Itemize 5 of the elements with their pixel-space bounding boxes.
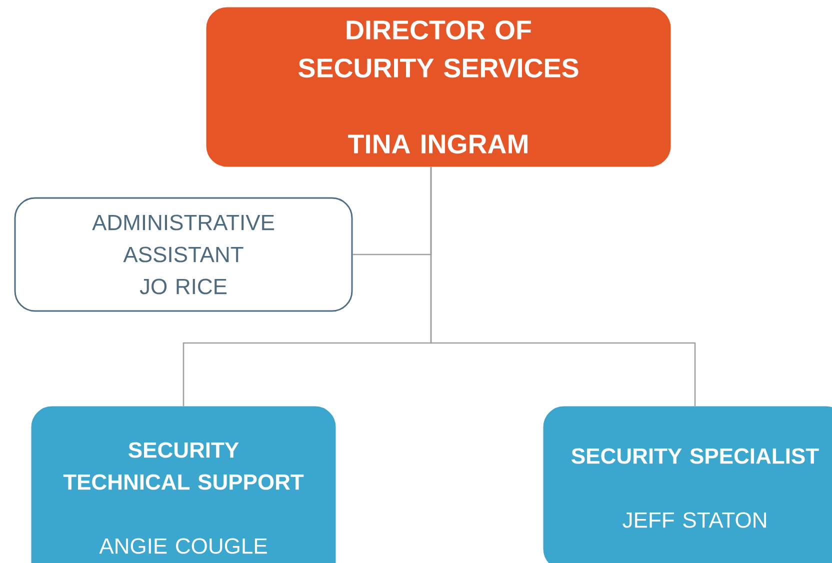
assistant-box: ADMINISTRATIVE ASSISTANT JO RICE [14,197,353,312]
connector-line [430,166,696,406]
director-box: DIRECTOR OF SECURITY SERVICES TINA INGRAM [206,7,671,167]
team-box: SECURITY SPECIALIST JEFF STATON [543,406,832,563]
team-box: SECURITY TECHNICAL SUPPORT ANGIE COUGLE [31,406,336,563]
